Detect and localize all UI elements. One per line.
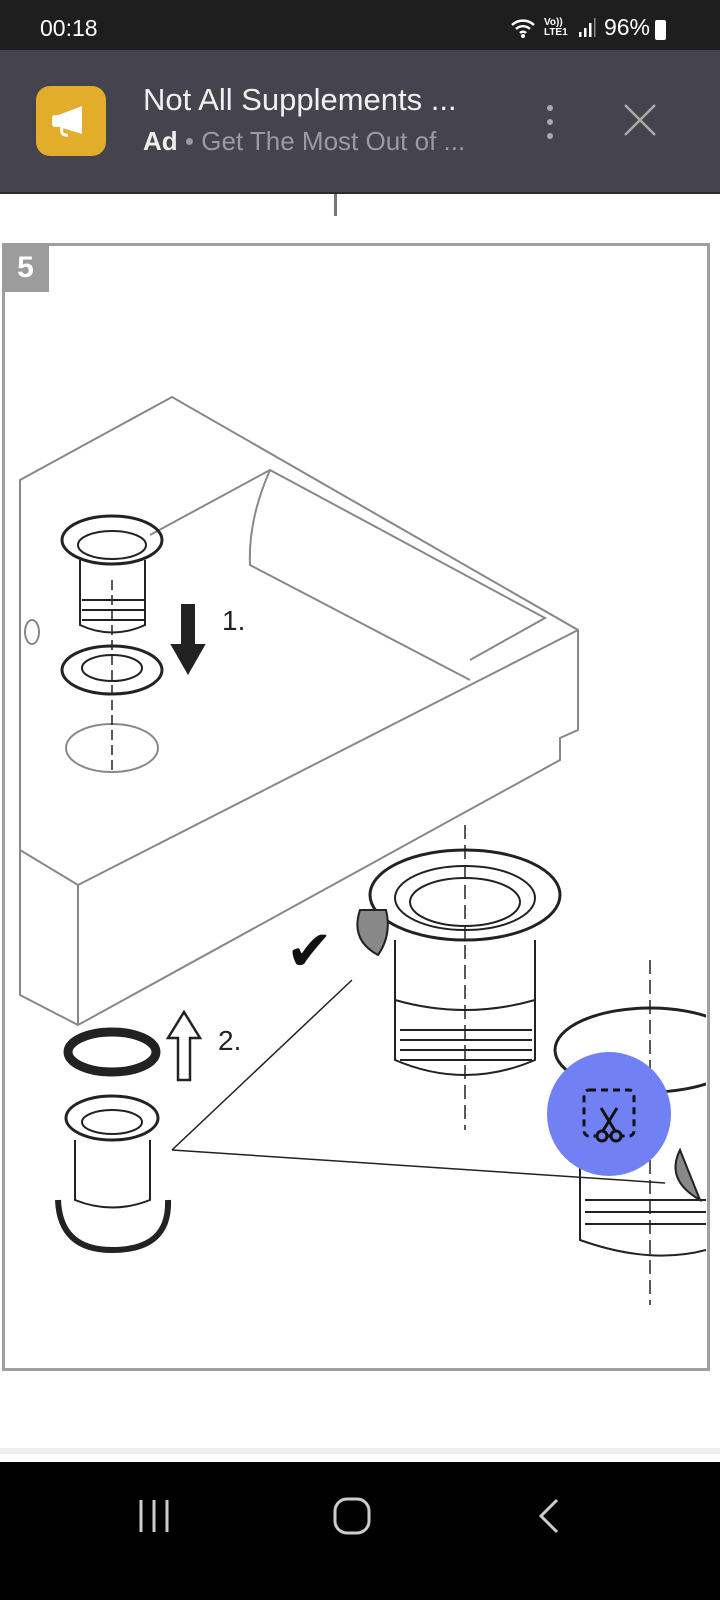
navigation-bar [0, 1462, 720, 1600]
step-label-1: 1. [222, 605, 245, 636]
back-button[interactable] [535, 1496, 565, 1536]
checkmark-icon: ✔ [286, 919, 333, 984]
recents-button[interactable] [136, 1498, 176, 1534]
drain-small [55, 1094, 172, 1254]
instruction-step-frame [2, 243, 710, 1371]
clock: 00:18 [40, 15, 98, 41]
ad-title[interactable]: Not All Supplements ... [143, 82, 457, 117]
battery-icon [655, 20, 666, 40]
arrow-down-icon [170, 604, 206, 676]
network-indicator: Vo)) LTE1 [543, 16, 568, 38]
wifi-icon [511, 18, 535, 38]
seal-ring [63, 1027, 161, 1077]
ad-label: Ad [143, 126, 178, 156]
megaphone-icon [36, 86, 106, 156]
divider [0, 1448, 720, 1454]
drain-plug-top [60, 514, 164, 775]
signal-icon [578, 17, 596, 37]
callout-lines [171, 979, 666, 1184]
arrow-up-icon [165, 1009, 203, 1082]
more-options-icon[interactable] [540, 104, 560, 140]
sink-basin [19, 395, 579, 1027]
ad-subtitle[interactable]: Ad • Get The Most Out of ... [143, 126, 466, 156]
previous-content-fragment [334, 194, 337, 216]
installation-diagram: 1. 2. ✔ [19, 395, 706, 1305]
screenshot-scissors-icon [582, 1088, 636, 1143]
status-bar: 00:18 Vo)) LTE1 96% [0, 0, 720, 50]
home-button[interactable] [332, 1496, 372, 1536]
step-label-2: 2. [218, 1025, 241, 1056]
drain-detail-correct [356, 825, 562, 1130]
battery-percent: 96% [603, 14, 650, 40]
screenshot-capture-button[interactable] [547, 1052, 671, 1176]
ad-banner[interactable]: Not All Supplements ... Ad • Get The Mos… [0, 50, 720, 194]
close-icon[interactable] [620, 100, 660, 140]
step-number: 5 [2, 243, 49, 292]
